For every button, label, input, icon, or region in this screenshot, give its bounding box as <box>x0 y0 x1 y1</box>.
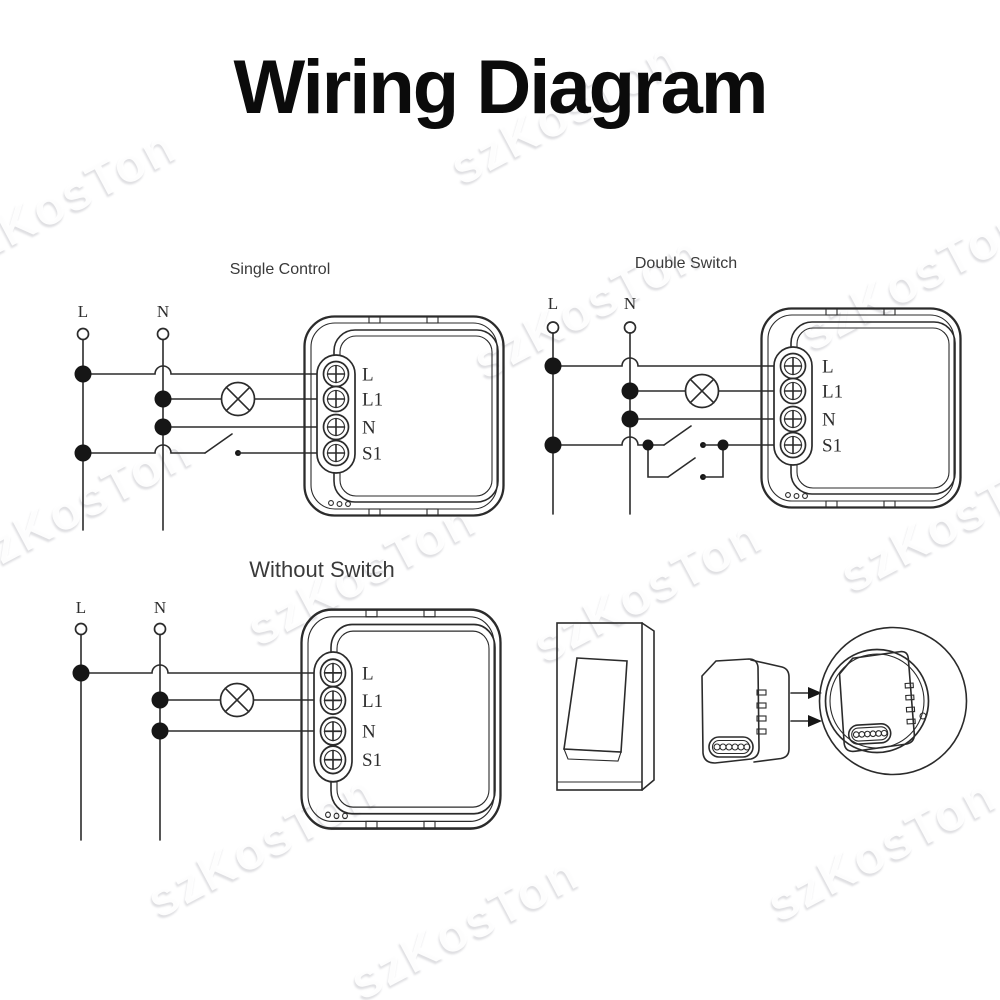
neutral-wire-end <box>156 327 170 341</box>
line-wire-label: L <box>548 294 558 313</box>
junction-dot <box>154 390 172 408</box>
switch-module <box>303 315 505 517</box>
junction-dot <box>72 664 90 682</box>
round-junction-box <box>818 626 968 776</box>
junction-dot <box>642 439 654 451</box>
box-screw-hole <box>919 712 927 720</box>
lamp-icon <box>219 682 255 718</box>
switch-module <box>300 608 502 830</box>
terminal-label-l: L <box>362 664 374 685</box>
neutral-wire-label: N <box>157 302 169 321</box>
switch-blade <box>667 457 696 478</box>
neutral-wire-end <box>153 622 167 636</box>
switch-blade <box>204 433 233 454</box>
terminal-label-l1: L1 <box>362 691 383 712</box>
terminal-label-n: N <box>362 418 376 439</box>
installation-illustration <box>556 622 968 791</box>
double-switch-diagram: Double Switch L N <box>544 255 962 515</box>
neutral-wire-end <box>623 321 637 334</box>
terminal-label-l: L <box>822 357 834 378</box>
terminal-label-s1: S1 <box>362 750 382 771</box>
single-control-title: Single Control <box>230 261 331 278</box>
terminal-label-l1: L1 <box>362 390 383 411</box>
junction-dot <box>544 436 562 454</box>
neutral-wire-label: N <box>154 598 166 617</box>
junction-dot <box>74 365 92 383</box>
rocker-key <box>563 657 628 753</box>
line-wire-end <box>76 327 90 341</box>
line-wire-label: L <box>76 598 86 617</box>
without-switch-title: Without Switch <box>249 557 395 582</box>
single-control-diagram: Single Control L N L L1 N <box>74 261 505 531</box>
switch-blade <box>663 425 692 446</box>
junction-dot <box>151 722 169 740</box>
install-arrows <box>790 687 822 727</box>
terminal-label-s1: S1 <box>362 444 382 465</box>
junction-dot <box>544 357 562 375</box>
junction-dot <box>717 439 729 451</box>
terminal-label-l: L <box>362 365 374 386</box>
without-switch-diagram: Without Switch L N L L1 N S1 <box>72 557 502 841</box>
terminal-label-s1: S1 <box>822 436 842 457</box>
relay-module-3d <box>701 658 790 764</box>
switch-module <box>760 307 962 509</box>
lamp-icon <box>684 373 720 409</box>
junction-dot <box>74 444 92 462</box>
terminal-label-l1: L1 <box>822 382 843 403</box>
junction-dot <box>621 410 639 428</box>
line-wire-end <box>546 321 560 334</box>
terminal-label-n: N <box>822 410 836 431</box>
junction-dot <box>151 691 169 709</box>
junction-dot <box>621 382 639 400</box>
line-wire-end <box>74 622 88 636</box>
page-title: Wiring Diagram <box>233 45 769 130</box>
module-in-box <box>838 650 916 753</box>
line-wire-label: L <box>78 302 88 321</box>
double-switch-title: Double Switch <box>635 255 737 272</box>
rocker-switch-illustration <box>556 622 655 791</box>
lamp-icon <box>220 381 256 417</box>
terminal-label-n: N <box>362 722 376 743</box>
junction-dot <box>154 418 172 436</box>
neutral-wire-label: N <box>624 294 636 313</box>
